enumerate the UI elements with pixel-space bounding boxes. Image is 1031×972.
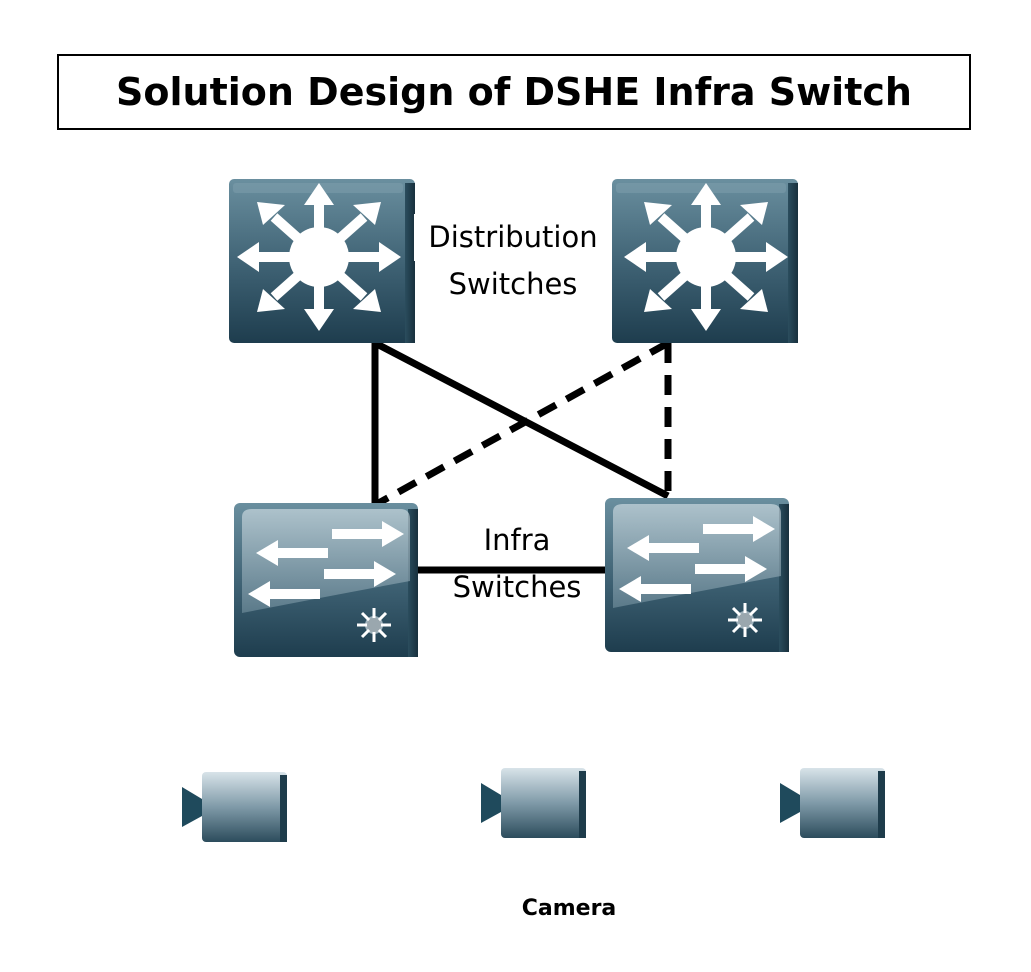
camera-3[interactable] — [780, 768, 885, 838]
distribution-label-line2: Switches — [448, 267, 578, 301]
title-box: Solution Design of DSHE Infra Switch — [57, 54, 971, 130]
camera-1[interactable] — [182, 772, 287, 842]
infra-label-line1: Infra — [483, 523, 551, 557]
link-dist-left-infra-right — [373, 339, 670, 500]
distribution-switches-label: Distribution Switches — [414, 214, 612, 308]
distribution-switch-left[interactable] — [229, 179, 415, 343]
video-camera-icon — [481, 768, 586, 838]
cross-arrows-icon — [357, 608, 391, 642]
multilayer-switch-icon — [229, 179, 415, 343]
workgroup-switch-icon — [234, 503, 418, 657]
video-camera-icon — [182, 772, 287, 842]
infra-switch-right[interactable] — [605, 498, 789, 652]
distribution-label-line1: Distribution — [414, 214, 612, 261]
camera-2[interactable] — [481, 768, 586, 838]
distribution-switch-right[interactable] — [612, 179, 798, 343]
diagram-title: Solution Design of DSHE Infra Switch — [116, 70, 912, 114]
cross-arrows-icon — [728, 603, 762, 637]
infra-switches-label: Infra Switches — [418, 517, 616, 611]
video-camera-icon — [780, 768, 885, 838]
multilayer-switch-icon — [612, 179, 798, 343]
infra-label-line2: Switches — [452, 570, 582, 604]
workgroup-switch-icon — [605, 498, 789, 652]
infra-switch-left[interactable] — [234, 503, 418, 657]
camera-label: Camera — [521, 896, 617, 921]
link-dist-right-infra-left — [373, 339, 670, 509]
